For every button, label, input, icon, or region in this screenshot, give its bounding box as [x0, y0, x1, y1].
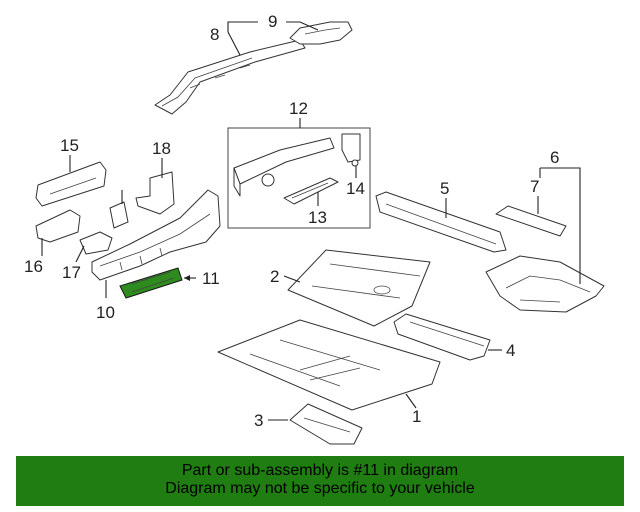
callout-18: 18	[152, 139, 171, 158]
info-banner: Part or sub-assembly is #11 in diagram D…	[16, 456, 624, 506]
part-2-floor-pan[interactable]	[287, 249, 431, 327]
callout-8: 8	[210, 25, 219, 44]
callout-16: 16	[24, 257, 43, 276]
part-12-subassembly[interactable]	[227, 127, 371, 229]
part-5-crossmember[interactable]	[375, 191, 507, 253]
callout-9: 9	[268, 12, 277, 31]
part-19-bracket[interactable]	[109, 201, 129, 229]
part-10-frame-rail[interactable]	[91, 189, 221, 281]
banner-line-2: Diagram may not be specific to your vehi…	[165, 480, 475, 497]
part-15-panel[interactable]	[35, 161, 107, 207]
leader-9	[286, 21, 319, 31]
callout-14: 14	[346, 179, 365, 198]
part-7-bracket[interactable]	[495, 205, 567, 237]
part-3-panel[interactable]	[289, 403, 363, 445]
callout-15: 15	[60, 136, 79, 155]
callout-3: 3	[254, 411, 263, 430]
part-11-highlighted[interactable]	[119, 267, 183, 299]
callout-1: 1	[412, 407, 421, 426]
leader-2	[283, 275, 301, 283]
callout-5: 5	[440, 179, 449, 198]
callout-7: 7	[530, 177, 539, 196]
leader-6	[539, 167, 581, 284]
leader-8	[227, 21, 258, 56]
part-11-shape[interactable]	[119, 267, 183, 299]
callout-6: 6	[550, 148, 559, 167]
part-18-bracket[interactable]	[135, 171, 175, 215]
callout-12: 12	[289, 99, 308, 118]
leader-17	[75, 245, 85, 263]
part-4-rail[interactable]	[393, 313, 491, 361]
callout-11: 11	[202, 269, 220, 288]
part-6-rear-floor[interactable]	[485, 255, 605, 313]
callout-2: 2	[270, 267, 279, 286]
part-9-bracket[interactable]	[289, 21, 353, 45]
part-1-main-floor[interactable]	[217, 319, 441, 411]
part-16-bracket[interactable]	[35, 209, 81, 243]
banner-line-1: Part or sub-assembly is #11 in diagram	[181, 462, 459, 479]
leader-1	[405, 393, 417, 409]
parts-diagram: 8 9 12 13 14 15 16 17 18	[24, 12, 605, 445]
arrow-11	[184, 275, 190, 281]
part-13-bracket[interactable]	[283, 177, 339, 205]
callout-13: 13	[308, 208, 327, 227]
callout-17: 17	[62, 263, 81, 282]
part-17-bracket[interactable]	[79, 231, 113, 255]
callout-10: 10	[96, 303, 115, 322]
callout-4: 4	[506, 341, 515, 360]
part-8-rail[interactable]	[154, 39, 306, 115]
